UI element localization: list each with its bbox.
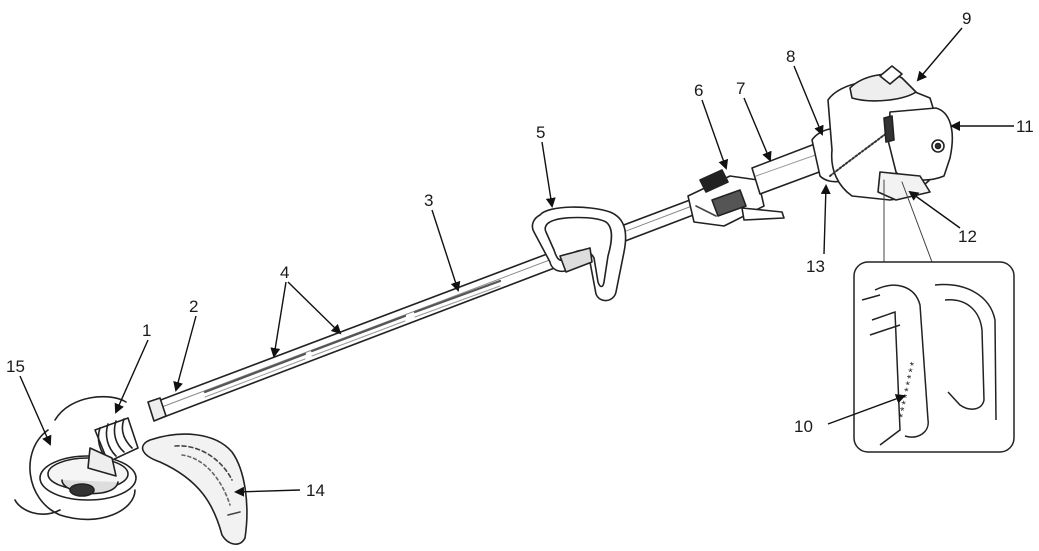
callout-4: 4 <box>280 263 289 282</box>
callout-15: 15 <box>6 357 25 376</box>
callout-10: 10 <box>794 417 813 436</box>
cutting-line <box>14 395 136 521</box>
debris-guard <box>141 433 248 545</box>
callout-9: 9 <box>962 9 971 28</box>
arrow-13 <box>820 184 831 255</box>
engine <box>811 65 954 263</box>
callout-3: 3 <box>424 191 433 210</box>
callout-12: 12 <box>958 227 977 246</box>
arrow-10 <box>827 394 906 425</box>
loop-handle <box>531 206 627 302</box>
arrow-3 <box>431 209 461 292</box>
shaft-groove-3 <box>413 279 502 314</box>
arrow-2 <box>173 315 197 392</box>
cutting-head <box>39 417 139 501</box>
throttle-handle <box>687 169 785 227</box>
shaft-groove-1 <box>203 352 307 394</box>
arrow-15 <box>19 375 52 446</box>
callout-arrows <box>19 27 1014 497</box>
arrow-4b <box>287 281 342 335</box>
callout-1: 1 <box>142 321 151 340</box>
callout-11: 11 <box>1016 117 1034 136</box>
callout-5: 5 <box>536 123 545 142</box>
callout-8: 8 <box>786 47 795 66</box>
arrow-4a <box>270 281 287 358</box>
trimmer-illustration <box>14 65 954 545</box>
callout-14: 14 <box>306 481 325 500</box>
callout-6: 6 <box>694 81 703 100</box>
arrow-14 <box>234 486 301 497</box>
arrow-12 <box>908 190 961 229</box>
arrow-9 <box>916 27 963 82</box>
callout-2: 2 <box>189 297 198 316</box>
arrow-1 <box>114 339 149 414</box>
inset-detail: ********* <box>853 261 1015 453</box>
shaft-groove-2 <box>310 314 407 353</box>
arrow-7 <box>743 97 772 162</box>
callout-7: 7 <box>736 79 745 98</box>
arrow-5 <box>541 141 556 208</box>
callout-13: 13 <box>806 257 825 276</box>
arrow-6 <box>701 99 729 170</box>
inset-frame <box>853 261 1015 453</box>
callout-labels: 1 2 3 4 5 6 7 8 9 10 11 12 13 14 15 <box>6 9 1034 500</box>
arrow-8 <box>793 65 824 136</box>
